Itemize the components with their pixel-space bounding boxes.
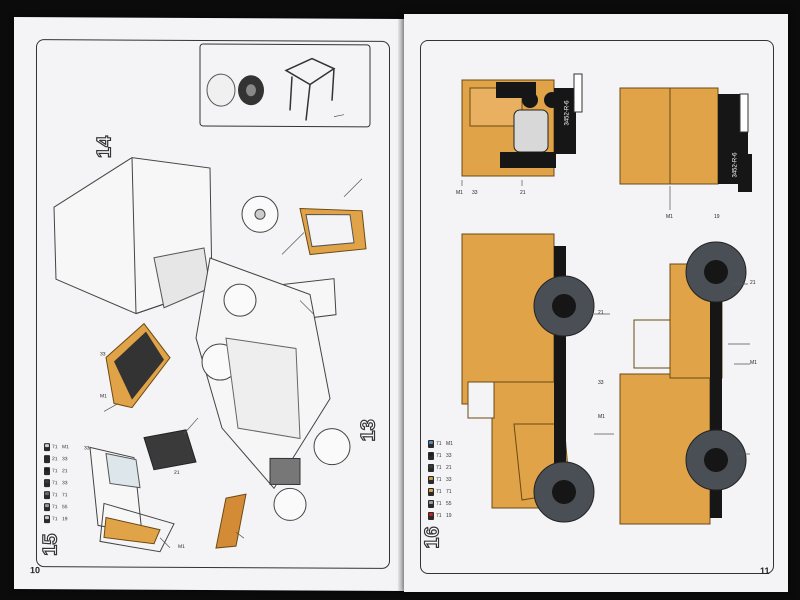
front-left-wheel bbox=[223, 283, 257, 317]
callout-21-right: 21 bbox=[750, 280, 756, 286]
front-grille bbox=[513, 109, 549, 153]
cargo-box-rear-frame bbox=[153, 247, 211, 309]
callout-21-floor: 21 bbox=[174, 469, 180, 476]
detail-inset-frame bbox=[199, 43, 371, 128]
floor-panel bbox=[143, 429, 197, 471]
callout-m1-rear: M1 bbox=[666, 214, 673, 220]
step-number-16: 16 bbox=[421, 526, 444, 549]
rear-license-plate: 3452-R-6 bbox=[732, 151, 739, 179]
running-board bbox=[215, 493, 247, 549]
engine-bay bbox=[225, 337, 301, 440]
callout-33-side: 33 bbox=[598, 380, 604, 386]
headlight-left bbox=[522, 92, 538, 108]
right-page-illustration bbox=[461, 73, 752, 525]
page-number-right: 11 bbox=[760, 566, 770, 576]
callout-m1-right: M1 bbox=[750, 360, 757, 366]
truck-side-view-left bbox=[461, 233, 595, 523]
callout-19-rear: 19 bbox=[714, 214, 720, 220]
callout-m1-door: M1 bbox=[178, 543, 185, 550]
leader-lines bbox=[103, 114, 363, 549]
right-page-frame bbox=[420, 40, 774, 574]
leader-lines-right bbox=[461, 180, 750, 455]
spare-wheel-bracket bbox=[284, 57, 336, 121]
callout-21-side: 21 bbox=[598, 310, 604, 316]
callout-21-front: 21 bbox=[520, 190, 526, 196]
right-page: 3452-R-6 3452-R-6 M1 33 21 M1 19 21 33 M… bbox=[404, 14, 788, 592]
radiator-grille bbox=[269, 457, 301, 485]
left-page-illustration bbox=[53, 43, 371, 553]
truck-rear-view bbox=[619, 87, 752, 192]
spare-tire-ring bbox=[206, 73, 236, 107]
callout-m1-seat: M1 bbox=[100, 393, 107, 400]
side-cab-window bbox=[467, 381, 495, 419]
spare-rim bbox=[246, 84, 256, 97]
front-plate-small bbox=[573, 73, 583, 113]
page-number-left: 10 bbox=[30, 565, 41, 576]
callout-m1-side: M1 bbox=[598, 414, 605, 420]
callout-33-front: 33 bbox=[472, 190, 478, 196]
callout-m1-front: M1 bbox=[456, 190, 463, 196]
side-window-right bbox=[633, 319, 671, 369]
truck-side-view-right bbox=[619, 241, 747, 525]
rear-plate-small bbox=[739, 93, 749, 133]
bumper-wheel bbox=[273, 487, 307, 521]
front-license-plate: 3452-R-6 bbox=[564, 99, 571, 127]
callout-33-glass: 33 bbox=[84, 445, 90, 452]
step-number-15: 15 bbox=[39, 533, 62, 557]
windscreen-glass-frame bbox=[305, 214, 355, 248]
seat-cushion bbox=[114, 331, 164, 400]
callout-33-seat: 33 bbox=[100, 351, 106, 358]
door-lower-frame bbox=[99, 502, 175, 553]
front-right-wheel bbox=[313, 428, 351, 466]
door-glass bbox=[105, 452, 141, 489]
door-panel-orange bbox=[103, 516, 161, 545]
step-number-14: 14 bbox=[93, 135, 116, 159]
truck-front-view bbox=[461, 73, 583, 177]
front-bumper bbox=[500, 152, 556, 168]
step-number-13: 13 bbox=[357, 419, 380, 443]
